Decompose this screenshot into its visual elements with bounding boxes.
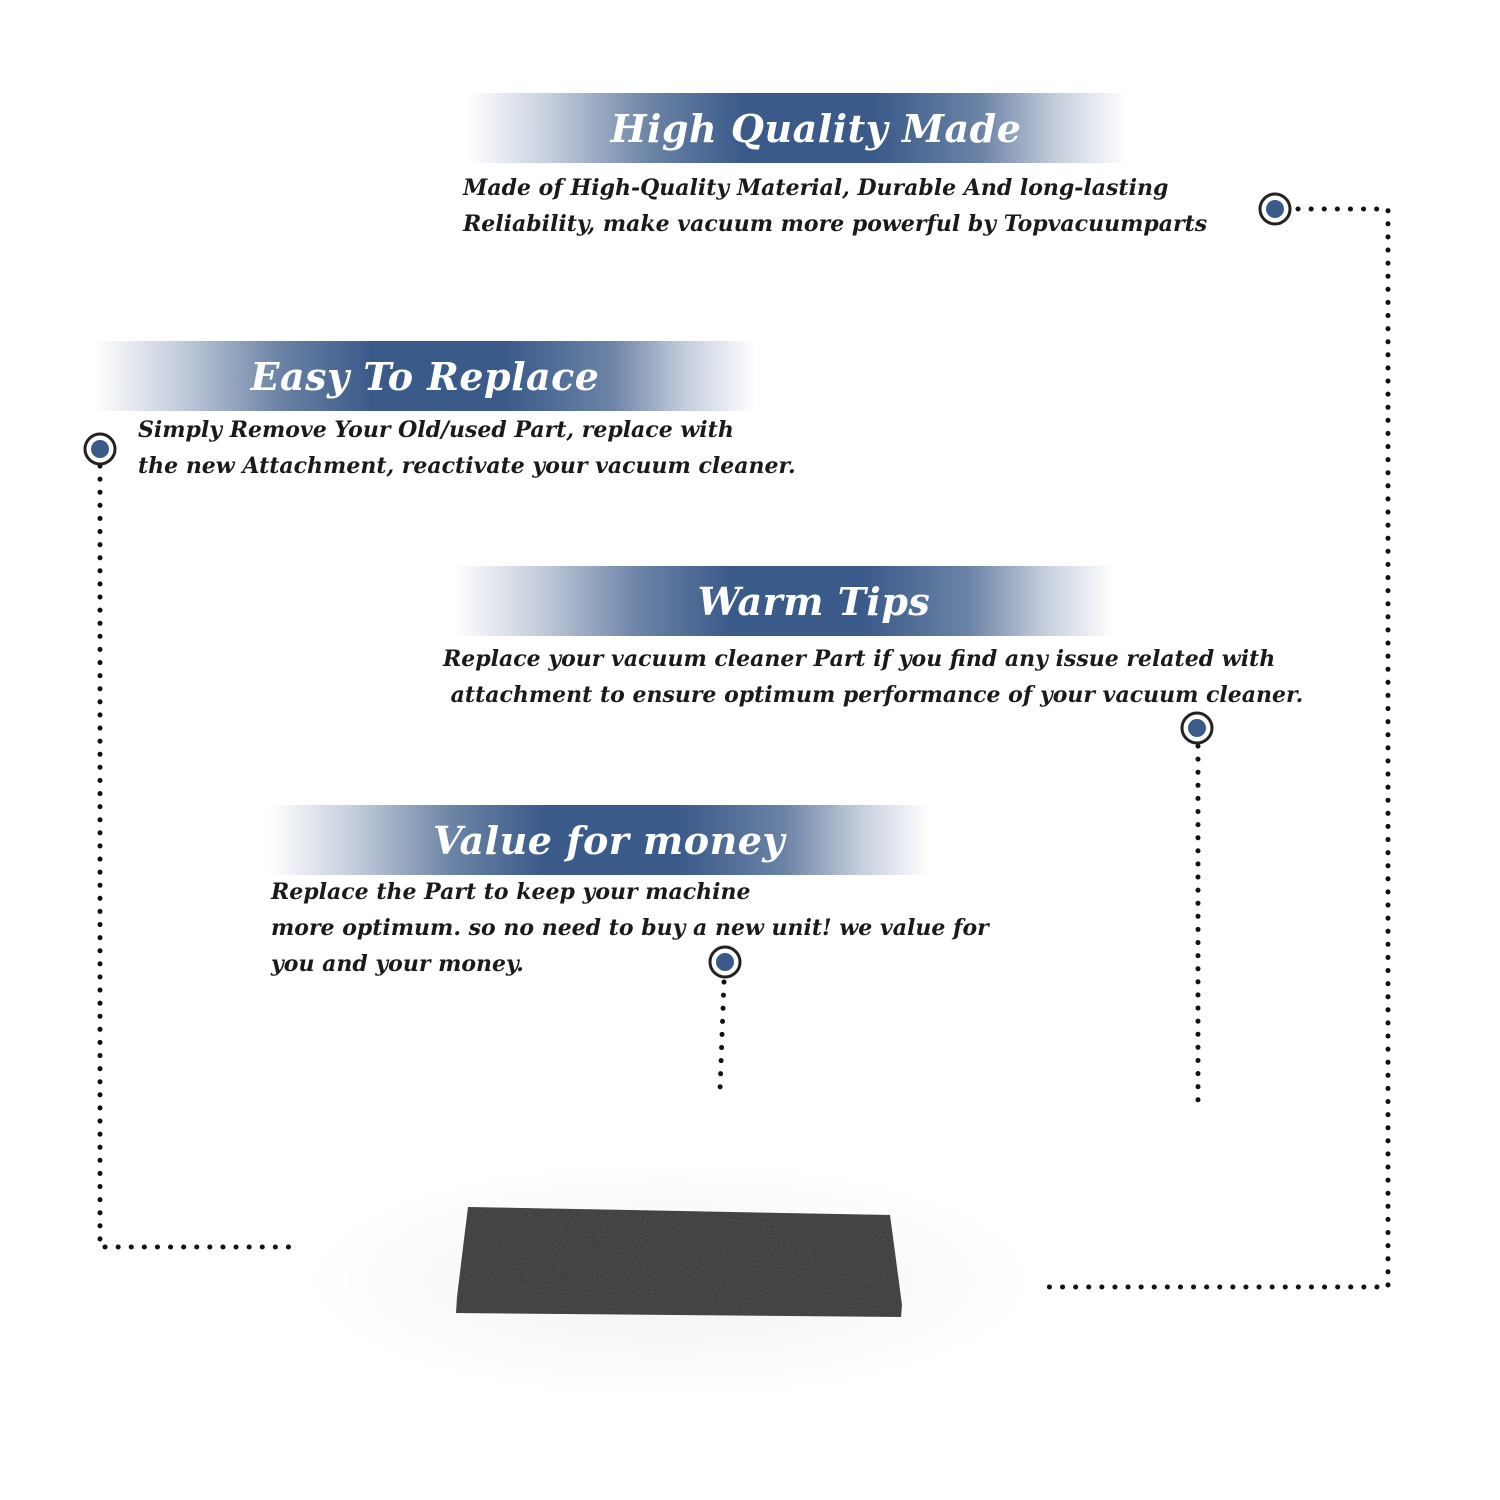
desc-value-money: Replace the Part to keep your machine mo… bbox=[271, 874, 989, 982]
desc-line: Replace the Part to keep your machine bbox=[271, 879, 751, 905]
banner-title: Easy To Replace bbox=[250, 353, 600, 399]
banner-value-money: Value for money bbox=[268, 805, 930, 875]
connector-right bbox=[1035, 206, 1391, 1290]
desc-warm-tips: Replace your vacuum cleaner Part if you … bbox=[443, 641, 1303, 713]
banner-title: High Quality Made bbox=[610, 105, 1022, 151]
desc-high-quality: Made of High-Quality Material, Durable A… bbox=[463, 170, 1207, 242]
desc-line: you and your money. bbox=[271, 951, 524, 977]
desc-easy-replace: Simply Remove Your Old/used Part, replac… bbox=[138, 412, 796, 484]
ring-dot-icon bbox=[708, 945, 742, 979]
banner-title: Value for money bbox=[433, 817, 785, 863]
desc-line: more optimum. so no need to buy a new un… bbox=[271, 915, 989, 941]
banner-high-quality: High Quality Made bbox=[466, 93, 1126, 163]
desc-line: Reliability, make vacuum more powerful b… bbox=[463, 211, 1208, 237]
desc-line: Simply Remove Your Old/used Part, replac… bbox=[138, 417, 734, 443]
connector-left bbox=[97, 463, 299, 1250]
desc-line: Replace your vacuum cleaner Part if you … bbox=[443, 646, 1276, 672]
connector-mid bbox=[717, 979, 727, 1093]
banner-warm-tips: Warm Tips bbox=[454, 566, 1114, 636]
desc-line: attachment to ensure optimum performance… bbox=[443, 682, 1304, 708]
ring-dot-icon bbox=[1180, 711, 1214, 745]
ring-dot-icon bbox=[1258, 192, 1292, 226]
ring-dot-icon bbox=[83, 432, 117, 466]
banner-title: Warm Tips bbox=[697, 578, 931, 624]
desc-line: the new Attachment, reactivate your vacu… bbox=[138, 453, 796, 479]
banner-easy-replace: Easy To Replace bbox=[94, 341, 756, 411]
desc-line: Made of High-Quality Material, Durable A… bbox=[463, 175, 1169, 201]
foam-filter-image bbox=[456, 1207, 902, 1317]
